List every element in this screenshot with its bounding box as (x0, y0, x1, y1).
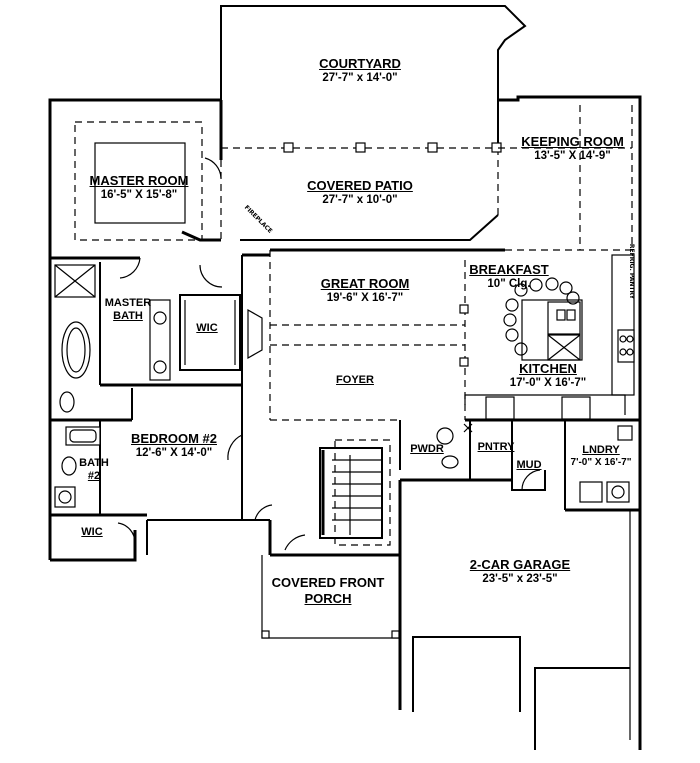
utility-outline (399, 420, 640, 512)
courtyard-name: COURTYARD (319, 56, 401, 71)
bedroom-2-label: BEDROOM #2 12'-6" X 14'-0" (120, 431, 228, 460)
breakfast-name: BREAKFAST (469, 262, 549, 277)
great-room-name: GREAT ROOM (320, 276, 410, 291)
kitchen-dim: 17'-0" X 16'-7" (509, 376, 587, 389)
pntry-label: PNTRY (474, 441, 518, 454)
lndry-label: LNDRY 7'-0" X 16'-7" (566, 444, 636, 469)
covered-patio-outline (220, 142, 502, 241)
wic-master-label: WIC (188, 322, 226, 335)
foyer-name: FOYER (336, 374, 374, 386)
keeping-room-name: KEEPING ROOM (521, 134, 624, 149)
wic-master-name: WIC (196, 322, 218, 334)
bedroom-2-dim: 12'-6" X 14'-0" (135, 446, 213, 459)
keeping-room-dim: 13'-5" X 14'-9" (534, 149, 611, 162)
kitchen-name: KITCHEN (519, 361, 577, 376)
master-bath-line2: BATH (113, 310, 143, 323)
mud-label: MUD (512, 459, 546, 472)
garage-name: 2-CAR GARAGE (469, 557, 571, 572)
covered-patio-dim: 27'-7" x 10'-0" (322, 193, 398, 206)
master-room-dim: 16'-5" X 15'-8" (100, 188, 178, 201)
breakfast-label: BREAKFAST 10" Clg. (466, 262, 552, 291)
courtyard-dim: 27'-7" x 14'-0" (322, 71, 398, 84)
covered-patio-label: COVERED PATIO 27'-7" x 10'-0" (290, 178, 430, 207)
pwdr-name: PWDR (410, 443, 444, 455)
front-porch-line1: COVERED FRONT (271, 575, 385, 590)
bedroom-2-outline (50, 388, 243, 562)
great-room-dim: 19'-6" X 16'-7" (326, 291, 404, 304)
garage-dim: 23'-5" x 23'-5" (482, 572, 558, 585)
master-room-outline (48, 98, 223, 260)
covered-patio-name: COVERED PATIO (307, 178, 413, 193)
front-porch-outline (261, 555, 400, 639)
great-room-label: GREAT ROOM 19'-6" X 16'-7" (300, 276, 430, 305)
lndry-name: LNDRY (582, 444, 620, 456)
courtyard-label: COURTYARD 27'-7" x 14'-0" (300, 56, 420, 85)
refrigerator-note: REFRIG. PANTRY (628, 243, 636, 300)
wic-bed-label: WIC (70, 526, 114, 539)
courtyard-outline (220, 5, 527, 148)
bedroom-2-name: BEDROOM #2 (131, 431, 217, 446)
master-bath-line1: MASTER (104, 297, 152, 309)
mud-name: MUD (516, 459, 542, 471)
garage-outline (398, 420, 642, 750)
stairs-outline (242, 439, 400, 557)
keeping-room-outline (498, 95, 642, 420)
master-bath-label: MASTER BATH (102, 297, 154, 323)
front-porch-line2: PORCH (304, 590, 352, 606)
lndry-dim: 7'-0" X 16'-7" (570, 457, 632, 469)
bath-2-line2: #2 (87, 470, 101, 483)
keeping-room-label: KEEPING ROOM 13'-5" X 14'-9" (510, 134, 635, 163)
pntry-name: PNTRY (477, 441, 515, 453)
bath-2-line1: BATH (79, 457, 109, 469)
breakfast-dim: 10" Clg. (487, 277, 531, 290)
garage-label: 2-CAR GARAGE 23'-5" x 23'-5" (460, 557, 580, 586)
kitchen-outline (464, 248, 640, 422)
bath-2-label: BATH #2 (76, 457, 112, 483)
front-porch-label: COVERED FRONT PORCH (268, 575, 388, 606)
master-room-name: MASTER ROOM (89, 173, 189, 188)
great-room-outline (242, 248, 470, 421)
kitchen-label: KITCHEN 17'-0" X 16'-7" (505, 361, 591, 390)
master-bath-outline (48, 255, 243, 560)
pwdr-label: PWDR (405, 443, 449, 456)
master-room-label: MASTER ROOM 16'-5" X 15'-8" (80, 173, 198, 202)
foyer-label: FOYER (325, 374, 385, 387)
wic-bed-name: WIC (81, 526, 103, 538)
